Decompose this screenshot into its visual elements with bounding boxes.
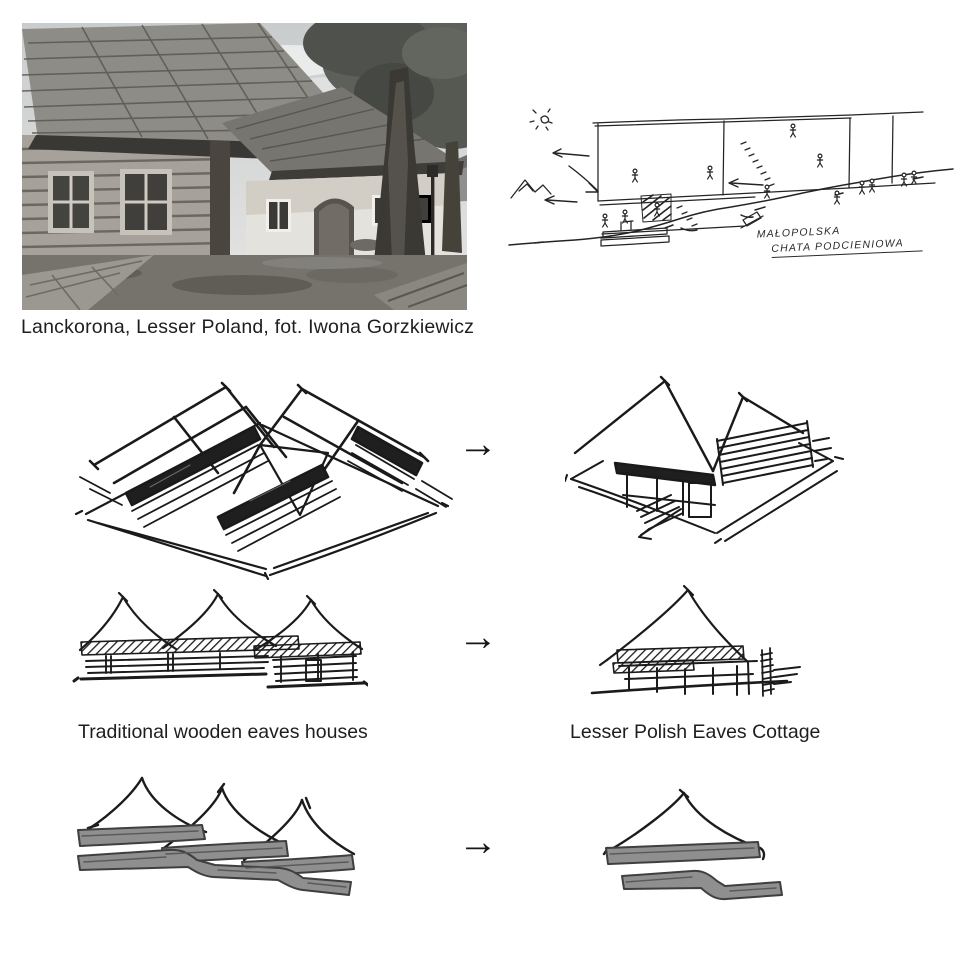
front-wall [622,472,716,518]
platform [565,442,844,544]
stepped-base [621,869,783,901]
transform-arrow-2: → [458,615,498,659]
sketch-massing-cottage [600,788,800,923]
massing-traditional-drawing [77,776,356,896]
axonometric-traditional-drawing [74,381,453,580]
log-gable-wall [716,420,832,486]
photo-image [22,23,467,310]
hatched-wall [640,193,672,223]
terrain-line [508,168,954,246]
eave-bands [80,635,362,659]
stepped-base [77,848,352,896]
slab-shadows [81,830,349,888]
label-traditional: Traditional wooden eaves houses [78,721,368,743]
elevation-traditional-drawing [72,588,368,689]
eave-bands [612,645,745,674]
hip-roof [573,375,805,473]
log-ends [773,666,801,685]
porch-ramp [636,494,684,540]
sketch-massing-traditional [68,772,358,907]
eave-slab [605,841,761,865]
arched-door [314,198,354,267]
ground-line [590,679,789,695]
elevation-cottage-drawing [590,584,801,697]
ladder [760,647,775,697]
sun-icon [529,108,553,131]
photo-lanckorona [22,23,467,310]
lounge-chair [740,211,764,229]
brick-path [22,255,154,310]
ground [22,255,467,310]
label-cottage: Lesser Polish Eaves Cottage [570,721,821,743]
photo-caption: Lanckorona, Lesser Poland, fot. Iwona Go… [21,316,475,338]
log-walls [85,651,358,683]
cottage-window [266,199,291,232]
transform-arrow-3: → [458,820,498,864]
massing-cottage-drawing [602,788,783,901]
sketch-axonometric-cottage [565,363,845,559]
sketch-elevation-cottage [585,582,810,708]
sketch-elevation-traditional [68,588,368,698]
concept-sketch-drawing [508,108,954,247]
baselines [72,672,368,689]
tree-trunk [374,67,462,263]
concept-section-sketch: MAŁOPOLSKA CHATA PODCIENIOWA [505,82,957,268]
log-house-window [120,169,172,235]
building-frame [592,111,936,235]
stairs [676,141,775,227]
slab-shadows [609,847,777,892]
log-courses [79,444,453,552]
log-house-window [48,171,94,233]
porch-post [210,141,230,277]
sketch-axonometric-traditional [70,365,460,580]
direction-arrows [544,148,764,205]
eave-band [613,461,717,487]
mountains-icon [510,179,552,199]
axonometric-cottage-drawing [565,375,844,544]
transform-arrow-1: → [458,422,498,466]
human-figures [601,123,918,228]
eave-bands [124,425,424,531]
lamppost [427,165,438,259]
right-wing-roof [258,383,430,485]
